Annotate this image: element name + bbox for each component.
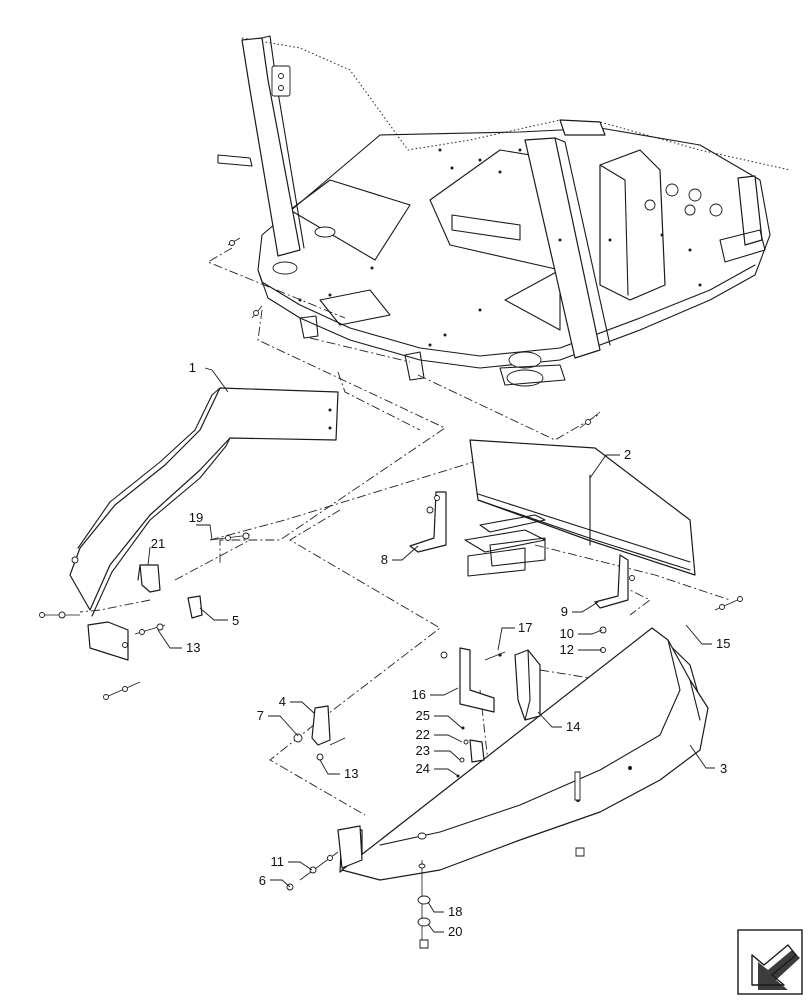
callout-labels: 1 2 3 4 5 6 7 8 9 10 11 12 13 13 14 15 1… <box>151 360 731 939</box>
part-14-strip <box>514 649 541 721</box>
arrow-left-down-icon[interactable] <box>737 929 803 995</box>
callout-22: 22 <box>416 727 430 742</box>
callout-3: 3 <box>720 761 727 776</box>
callout-10: 10 <box>560 626 574 641</box>
callout-11: 11 <box>271 854 285 869</box>
callout-4: 4 <box>279 694 286 709</box>
callout-21: 21 <box>151 536 165 551</box>
callout-7: 7 <box>257 708 264 723</box>
callout-24: 24 <box>416 761 430 776</box>
leader-lines <box>147 367 715 933</box>
callout-13-left: 13 <box>186 640 200 655</box>
part-2-rear-panel <box>464 439 696 577</box>
part-3-lower-fender <box>339 627 709 881</box>
callout-1: 1 <box>189 360 196 375</box>
callout-9: 9 <box>561 604 568 619</box>
callout-18: 18 <box>448 904 462 919</box>
callout-8: 8 <box>381 552 388 567</box>
callout-25: 25 <box>416 708 430 723</box>
callout-16: 16 <box>412 687 426 702</box>
part-1-left-fender <box>69 387 339 661</box>
callout-12: 12 <box>560 642 574 657</box>
brackets <box>137 491 635 869</box>
callout-15: 15 <box>716 636 730 651</box>
callout-20: 20 <box>448 924 462 939</box>
callout-13-center: 13 <box>344 766 358 781</box>
callout-6: 6 <box>259 873 266 888</box>
callout-2: 2 <box>624 447 631 462</box>
callout-17: 17 <box>518 620 532 635</box>
callout-14: 14 <box>566 719 580 734</box>
callout-19: 19 <box>189 510 203 525</box>
chassis-frame <box>217 35 791 387</box>
hardware <box>39 237 743 949</box>
callout-5: 5 <box>232 613 239 628</box>
callout-23: 23 <box>416 743 430 758</box>
